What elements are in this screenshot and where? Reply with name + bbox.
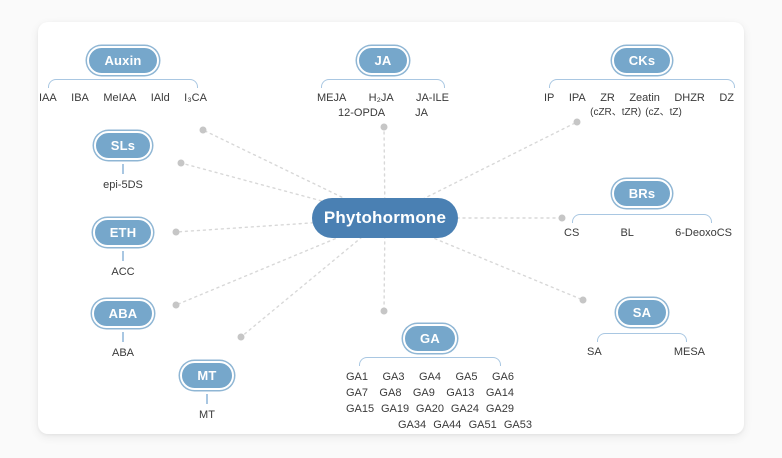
item: IPA (568, 92, 586, 104)
tick-mt (206, 394, 208, 404)
item: DHZR (674, 92, 705, 104)
group-auxin: Auxin IAA IBA MeIAA IAld I₃CA (39, 46, 207, 106)
bracket-sa (597, 333, 687, 342)
item: GA6 (491, 371, 514, 383)
item: JA-ILE (415, 92, 449, 104)
item: Zeatin (629, 92, 660, 104)
item: GA19 (380, 403, 410, 415)
item: GA53 (503, 419, 532, 431)
item: IAld (150, 92, 170, 104)
badge-mt: MT (180, 361, 234, 390)
item: IBA (71, 92, 89, 104)
item-sub: (cZ、tZ) (645, 107, 682, 118)
badge-aba: ABA (91, 299, 155, 328)
tick-sls (122, 164, 124, 174)
item: 12-OPDA (338, 107, 386, 119)
item: GA9 (412, 387, 435, 399)
item: GA51 (468, 419, 497, 431)
item: ABA (111, 347, 134, 359)
group-ja: JA MEJA H₂JA JA-ILE 12-OPDA JA (317, 46, 449, 121)
item: GA5 (455, 371, 478, 383)
group-aba: ABA ABA (83, 299, 163, 361)
group-cks: CKs IP IPA ZR Zeatin DHZR DZ (cZR、tZR) (… (544, 46, 740, 119)
group-eth: ETH ACC (83, 218, 163, 280)
item: 6-DeoxoCS (675, 227, 732, 239)
item: GA8 (379, 387, 402, 399)
item-sub: (cZR、tZR) (590, 107, 642, 118)
bracket-auxin (48, 79, 198, 88)
badge-ga: GA (403, 324, 457, 353)
item: GA1 (346, 371, 369, 383)
badge-eth: ETH (92, 218, 154, 247)
center-node-phytohormone: Phytohormone (312, 198, 458, 238)
item: epi-5DS (103, 179, 143, 191)
item: GA13 (446, 387, 475, 399)
bracket-ga (359, 357, 501, 366)
item: JA (415, 107, 428, 119)
items-cks: IP IPA ZR Zeatin DHZR DZ (544, 91, 740, 106)
tick-eth (122, 251, 124, 261)
items-sa: SA MESA (579, 345, 705, 360)
item: H₂JA (368, 92, 394, 104)
items-ja-row1: MEJA H₂JA JA-ILE (317, 91, 449, 106)
items-ja-row2: 12-OPDA JA (317, 106, 449, 121)
item: BL (620, 227, 634, 239)
group-brs: BRs CS BL 6-DeoxoCS (552, 179, 732, 241)
items-cks-subs: (cZR、tZR) (cZ、tZ) (538, 106, 734, 119)
item: GA4 (418, 371, 441, 383)
items-ga-row2: GA7 GA8 GA9 GA13 GA14 (346, 386, 514, 401)
item: IAA (39, 92, 57, 104)
bracket-ja (321, 79, 445, 88)
items-ga-row4: GA34 GA44 GA51 GA53 (398, 418, 532, 433)
badge-auxin: Auxin (87, 46, 159, 75)
item: IP (544, 92, 555, 104)
items-ga-row3: GA15 GA19 GA20 GA24 GA29 (346, 402, 514, 417)
item: GA44 (433, 419, 462, 431)
badge-cks: CKs (611, 46, 673, 75)
item: MeIAA (103, 92, 137, 104)
item: DZ (719, 92, 734, 104)
item: I₃CA (184, 92, 207, 104)
item: CS (564, 227, 580, 239)
item: GA15 (346, 403, 375, 415)
item: GA20 (415, 403, 445, 415)
bracket-brs (572, 214, 712, 223)
item: GA3 (382, 371, 405, 383)
item: GA24 (450, 403, 479, 415)
item: SA (587, 346, 602, 358)
items-brs: CS BL 6-DeoxoCS (552, 226, 732, 241)
item: GA14 (485, 387, 514, 399)
tick-aba (122, 332, 124, 342)
item: MESA (673, 346, 705, 358)
group-ga: GA GA1 GA3 GA4 GA5 GA6 GA7 GA8 GA9 GA13 … (346, 324, 532, 433)
item: GA34 (398, 419, 427, 431)
group-mt: MT MT (167, 361, 247, 423)
item: MEJA (317, 92, 347, 104)
item: GA29 (485, 403, 514, 415)
badge-ja: JA (357, 46, 409, 75)
items-ga-row1: GA1 GA3 GA4 GA5 GA6 (346, 370, 514, 385)
bracket-cks (549, 79, 735, 88)
items-auxin: IAA IBA MeIAA IAld I₃CA (39, 91, 207, 106)
badge-brs: BRs (611, 179, 673, 208)
badge-sls: SLs (93, 131, 153, 160)
item: MT (199, 409, 215, 421)
group-sa: SA SA MESA (579, 298, 705, 360)
item: GA7 (346, 387, 369, 399)
group-sls: SLs epi-5DS (83, 131, 163, 193)
item: ZR (600, 92, 615, 104)
badge-sa: SA (615, 298, 669, 327)
item: ACC (111, 266, 135, 278)
